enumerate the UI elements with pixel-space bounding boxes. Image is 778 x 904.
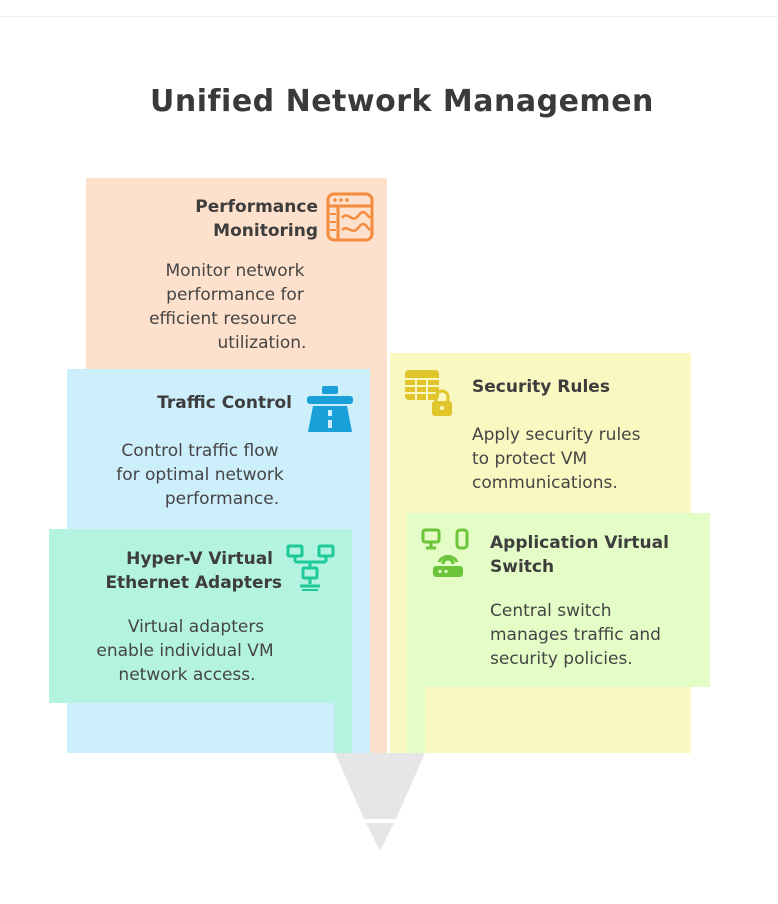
- performance-desc-line: utilization.: [217, 333, 307, 353]
- table-lock-icon: [405, 370, 452, 416]
- performance-description: Monitor network performance for efficien…: [120, 259, 350, 355]
- hyperv-stem: [334, 703, 352, 753]
- network-nodes-icon: [286, 544, 335, 591]
- traffic-heading: Traffic Control: [110, 391, 292, 415]
- funnel-tip: [366, 823, 394, 851]
- security-description: Apply security rules to protect VM commu…: [472, 423, 682, 495]
- chart-window-icon: [326, 192, 374, 242]
- router-switch-icon: [421, 528, 469, 577]
- traffic-desc-line: for optimal network: [116, 465, 284, 485]
- appswitch-desc-line: manages traffic and: [490, 625, 661, 645]
- performance-desc-line: performance for: [166, 285, 304, 305]
- security-desc-line: Apply security rules: [472, 425, 641, 445]
- traffic-heading-line: Traffic Control: [157, 393, 292, 413]
- funnel-upper: [335, 753, 425, 819]
- hyperv-desc-line: enable individual VM: [96, 641, 274, 661]
- appswitch-heading-line: Application Virtual: [490, 533, 669, 553]
- appswitch-stem: [407, 687, 425, 753]
- performance-heading-line: Monitoring: [213, 221, 318, 241]
- security-desc-line: to protect VM: [472, 449, 588, 469]
- security-desc-line: communications.: [472, 473, 618, 493]
- performance-heading-line: Performance: [195, 197, 318, 217]
- traffic-description: Control traffic flow for optimal network…: [95, 439, 305, 511]
- page-title: Unified Network Managemen: [150, 84, 654, 119]
- appswitch-heading: Application Virtual Switch: [490, 531, 705, 579]
- hyperv-desc-line: network access.: [118, 665, 256, 685]
- security-heading: Security Rules: [472, 375, 672, 399]
- appswitch-desc-line: Central switch: [490, 601, 612, 621]
- top-divider: [0, 16, 778, 17]
- traffic-desc-line: Control traffic flow: [121, 441, 279, 461]
- security-heading-line: Security Rules: [472, 377, 610, 397]
- hyperv-panel: [49, 529, 352, 703]
- appswitch-heading-line: Switch: [490, 557, 555, 577]
- road-gate-icon: [307, 386, 353, 432]
- hyperv-heading-line: Ethernet Adapters: [105, 573, 282, 593]
- hyperv-heading-line: Hyper-V Virtual: [126, 549, 273, 569]
- funnel-shape: [335, 753, 425, 851]
- performance-desc-line: efficient resource: [149, 309, 297, 329]
- hyperv-heading: Hyper-V Virtual Ethernet Adapters: [70, 547, 282, 595]
- hyperv-description: Virtual adapters enable individual VM ne…: [70, 615, 300, 687]
- performance-desc-line: Monitor network: [165, 261, 305, 281]
- traffic-desc-line: performance.: [164, 489, 280, 509]
- appswitch-description: Central switch manages traffic and secur…: [490, 599, 705, 671]
- appswitch-desc-line: security policies.: [490, 649, 633, 669]
- hyperv-desc-line: Virtual adapters: [127, 617, 265, 637]
- performance-heading: Performance Monitoring: [150, 195, 318, 243]
